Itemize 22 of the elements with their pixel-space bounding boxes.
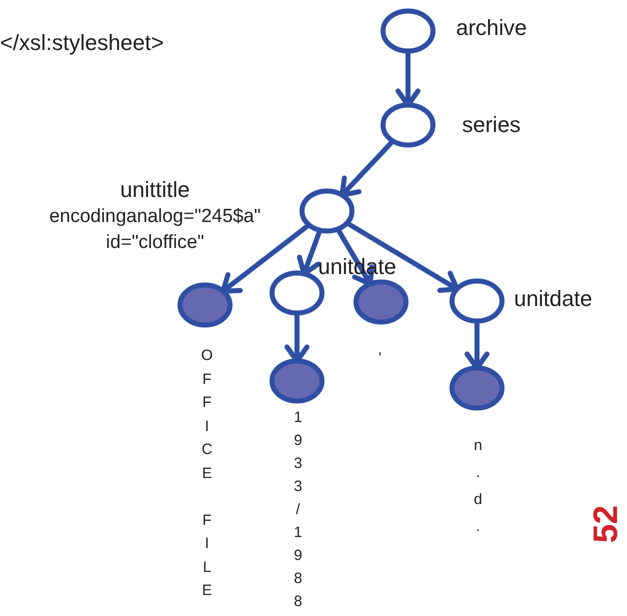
page-number: 52 bbox=[589, 507, 623, 543]
arrow bbox=[340, 139, 395, 198]
arrow bbox=[220, 222, 311, 294]
ellipse bbox=[299, 188, 355, 234]
code-text: </xsl:stylesheet> bbox=[0, 29, 164, 57]
ellipse bbox=[449, 278, 505, 324]
node-label: archive bbox=[456, 14, 527, 42]
filled-ellipse bbox=[177, 282, 233, 328]
node-label: id="cloffice" bbox=[106, 231, 204, 255]
node-label: unittitle bbox=[120, 176, 190, 204]
node-label: encodinganalog="245$a" bbox=[49, 205, 261, 229]
filled-ellipse bbox=[353, 279, 409, 325]
vertical-text: OFFICE FILE bbox=[200, 346, 214, 601]
filled-ellipse bbox=[269, 358, 325, 404]
ellipse bbox=[380, 102, 436, 148]
vertical-text: n.d. bbox=[472, 436, 484, 537]
ellipse bbox=[380, 8, 436, 54]
node-label: series bbox=[462, 111, 521, 139]
filled-ellipse bbox=[449, 365, 505, 411]
vertical-text: , bbox=[376, 340, 384, 360]
vertical-text: 1933/1988 bbox=[292, 408, 304, 612]
node-label: unitdate bbox=[514, 285, 592, 313]
